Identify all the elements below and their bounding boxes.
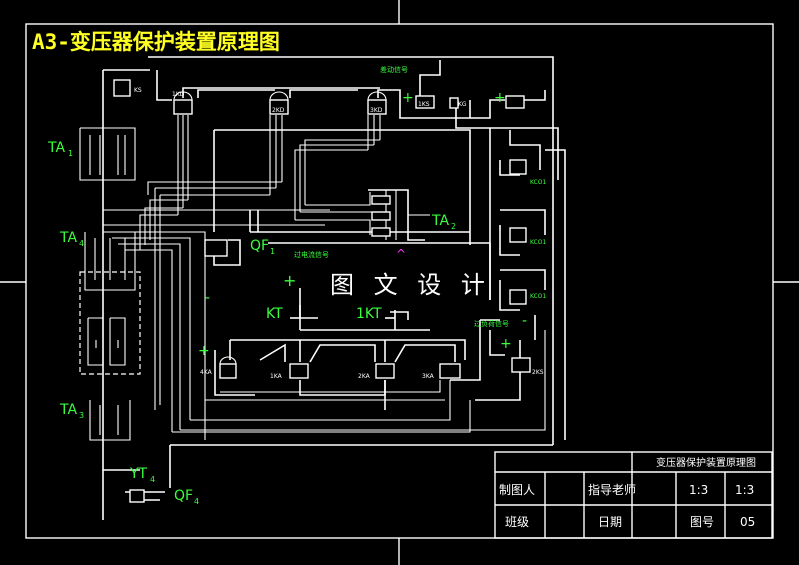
label-yt4: YT xyxy=(129,466,148,482)
title-block xyxy=(494,451,773,539)
title-block-drawing-no-label: 图号 xyxy=(690,515,714,529)
label-qf4-sub: 4 xyxy=(194,497,199,506)
label-3ka: 3KA xyxy=(422,373,435,380)
relay-mid-left-body xyxy=(204,239,228,257)
relay-2kd-body xyxy=(269,99,289,115)
label-ta4: TA xyxy=(59,230,77,246)
relay-3kd-arc xyxy=(367,91,387,101)
label-3kd: 3KD xyxy=(370,107,383,114)
relay-kco3-body xyxy=(509,289,527,305)
drawing-title: A3-变压器保护装置原理图 xyxy=(32,30,280,54)
relay-kco1-body xyxy=(509,159,527,175)
label-ta1: TA xyxy=(47,140,65,156)
relay-kco2-body xyxy=(509,227,527,243)
label-qf4: QF xyxy=(174,488,193,504)
relay-2ka-body xyxy=(375,363,395,379)
relay-ks-small-body xyxy=(449,97,459,109)
relay-1kd-arc xyxy=(173,91,193,101)
label-ta1-sub: 1 xyxy=(68,149,73,158)
label-qf1-sub: 1 xyxy=(270,247,275,256)
label-ta4-sub: 4 xyxy=(79,239,84,248)
label-minus-right: - xyxy=(522,313,527,329)
relay-3ka-body xyxy=(439,363,461,379)
label-ta3-sub: 3 xyxy=(79,411,84,420)
relay-3kd-body xyxy=(367,99,387,115)
title-block-date: 日期 xyxy=(598,515,622,529)
label-kg: KG xyxy=(458,101,467,108)
title-block-instructor: 指导老师 xyxy=(588,482,636,497)
label-kco1-a: KCO1 xyxy=(530,179,547,186)
label-2ka: 2KA xyxy=(358,373,371,380)
label-plus-top: + xyxy=(402,90,414,106)
title-block-drawing-name: 变压器保护装置原理图 xyxy=(656,456,756,469)
label-plus-right: + xyxy=(500,336,512,352)
label-1ks: 1KS xyxy=(418,101,430,108)
label-qf1: QF xyxy=(250,238,269,254)
title-block-drawing-no: 05 xyxy=(740,515,755,529)
label-1kd: 1KD xyxy=(172,91,185,98)
relay-2ks-body xyxy=(511,357,531,373)
label-2kd: 2KD xyxy=(272,107,285,114)
label-plus-kt: + xyxy=(283,271,296,290)
relay-ta2-a-body xyxy=(371,195,391,205)
relay-components xyxy=(113,79,531,503)
title-block-scale-1: 1:3 xyxy=(689,483,708,497)
relay-4ka-arc xyxy=(219,356,237,365)
label-ta3: TA xyxy=(59,402,77,418)
relay-4ka-body xyxy=(219,363,237,379)
label-minus-left: - xyxy=(205,290,210,306)
relay-yt4-body xyxy=(129,489,145,503)
title-block-class: 班级 xyxy=(505,515,529,529)
title-block-frame xyxy=(494,451,773,539)
label-2ks: 2KS xyxy=(532,369,544,376)
watermark-text: 图 文 设 计 xyxy=(330,271,491,299)
relay-kco-top-body xyxy=(505,95,525,109)
label-plus-left: + xyxy=(198,343,210,359)
label-plus-top-right: + xyxy=(494,90,506,106)
label-kt: KT xyxy=(266,306,283,322)
label-1kt: 1KT xyxy=(356,306,382,322)
relay-top-left-body xyxy=(113,79,131,97)
title-block-drawn-by: 制图人 xyxy=(499,483,535,497)
label-ks: KS xyxy=(134,87,142,94)
relay-1ka-body xyxy=(289,363,309,379)
relay-ta2-b-body xyxy=(371,211,391,221)
label-yt4-sub: 4 xyxy=(150,475,155,484)
caret-marker: ^ xyxy=(396,247,406,261)
label-4ka: 4KA xyxy=(200,369,213,376)
label-ta2-sub: 2 xyxy=(451,222,456,231)
label-kco1-c: KCO1 xyxy=(530,293,547,300)
label-kco1-b: KCO1 xyxy=(530,239,547,246)
relay-1ks-body xyxy=(415,95,435,109)
relay-1kd-body xyxy=(173,99,193,115)
label-ta2: TA xyxy=(431,213,449,229)
note-differential-signal: 差动信号 xyxy=(380,65,408,74)
circuit-wiring xyxy=(79,56,566,520)
label-1ka: 1KA xyxy=(270,373,283,380)
relay-2kd-arc xyxy=(269,91,289,101)
relay-ta2-c-body xyxy=(371,227,391,237)
title-block-scale-2: 1:3 xyxy=(735,483,754,497)
note-overload-signal: 过负荷信号 xyxy=(474,319,509,328)
note-overcurrent-signal: 过电流信号 xyxy=(294,250,329,259)
